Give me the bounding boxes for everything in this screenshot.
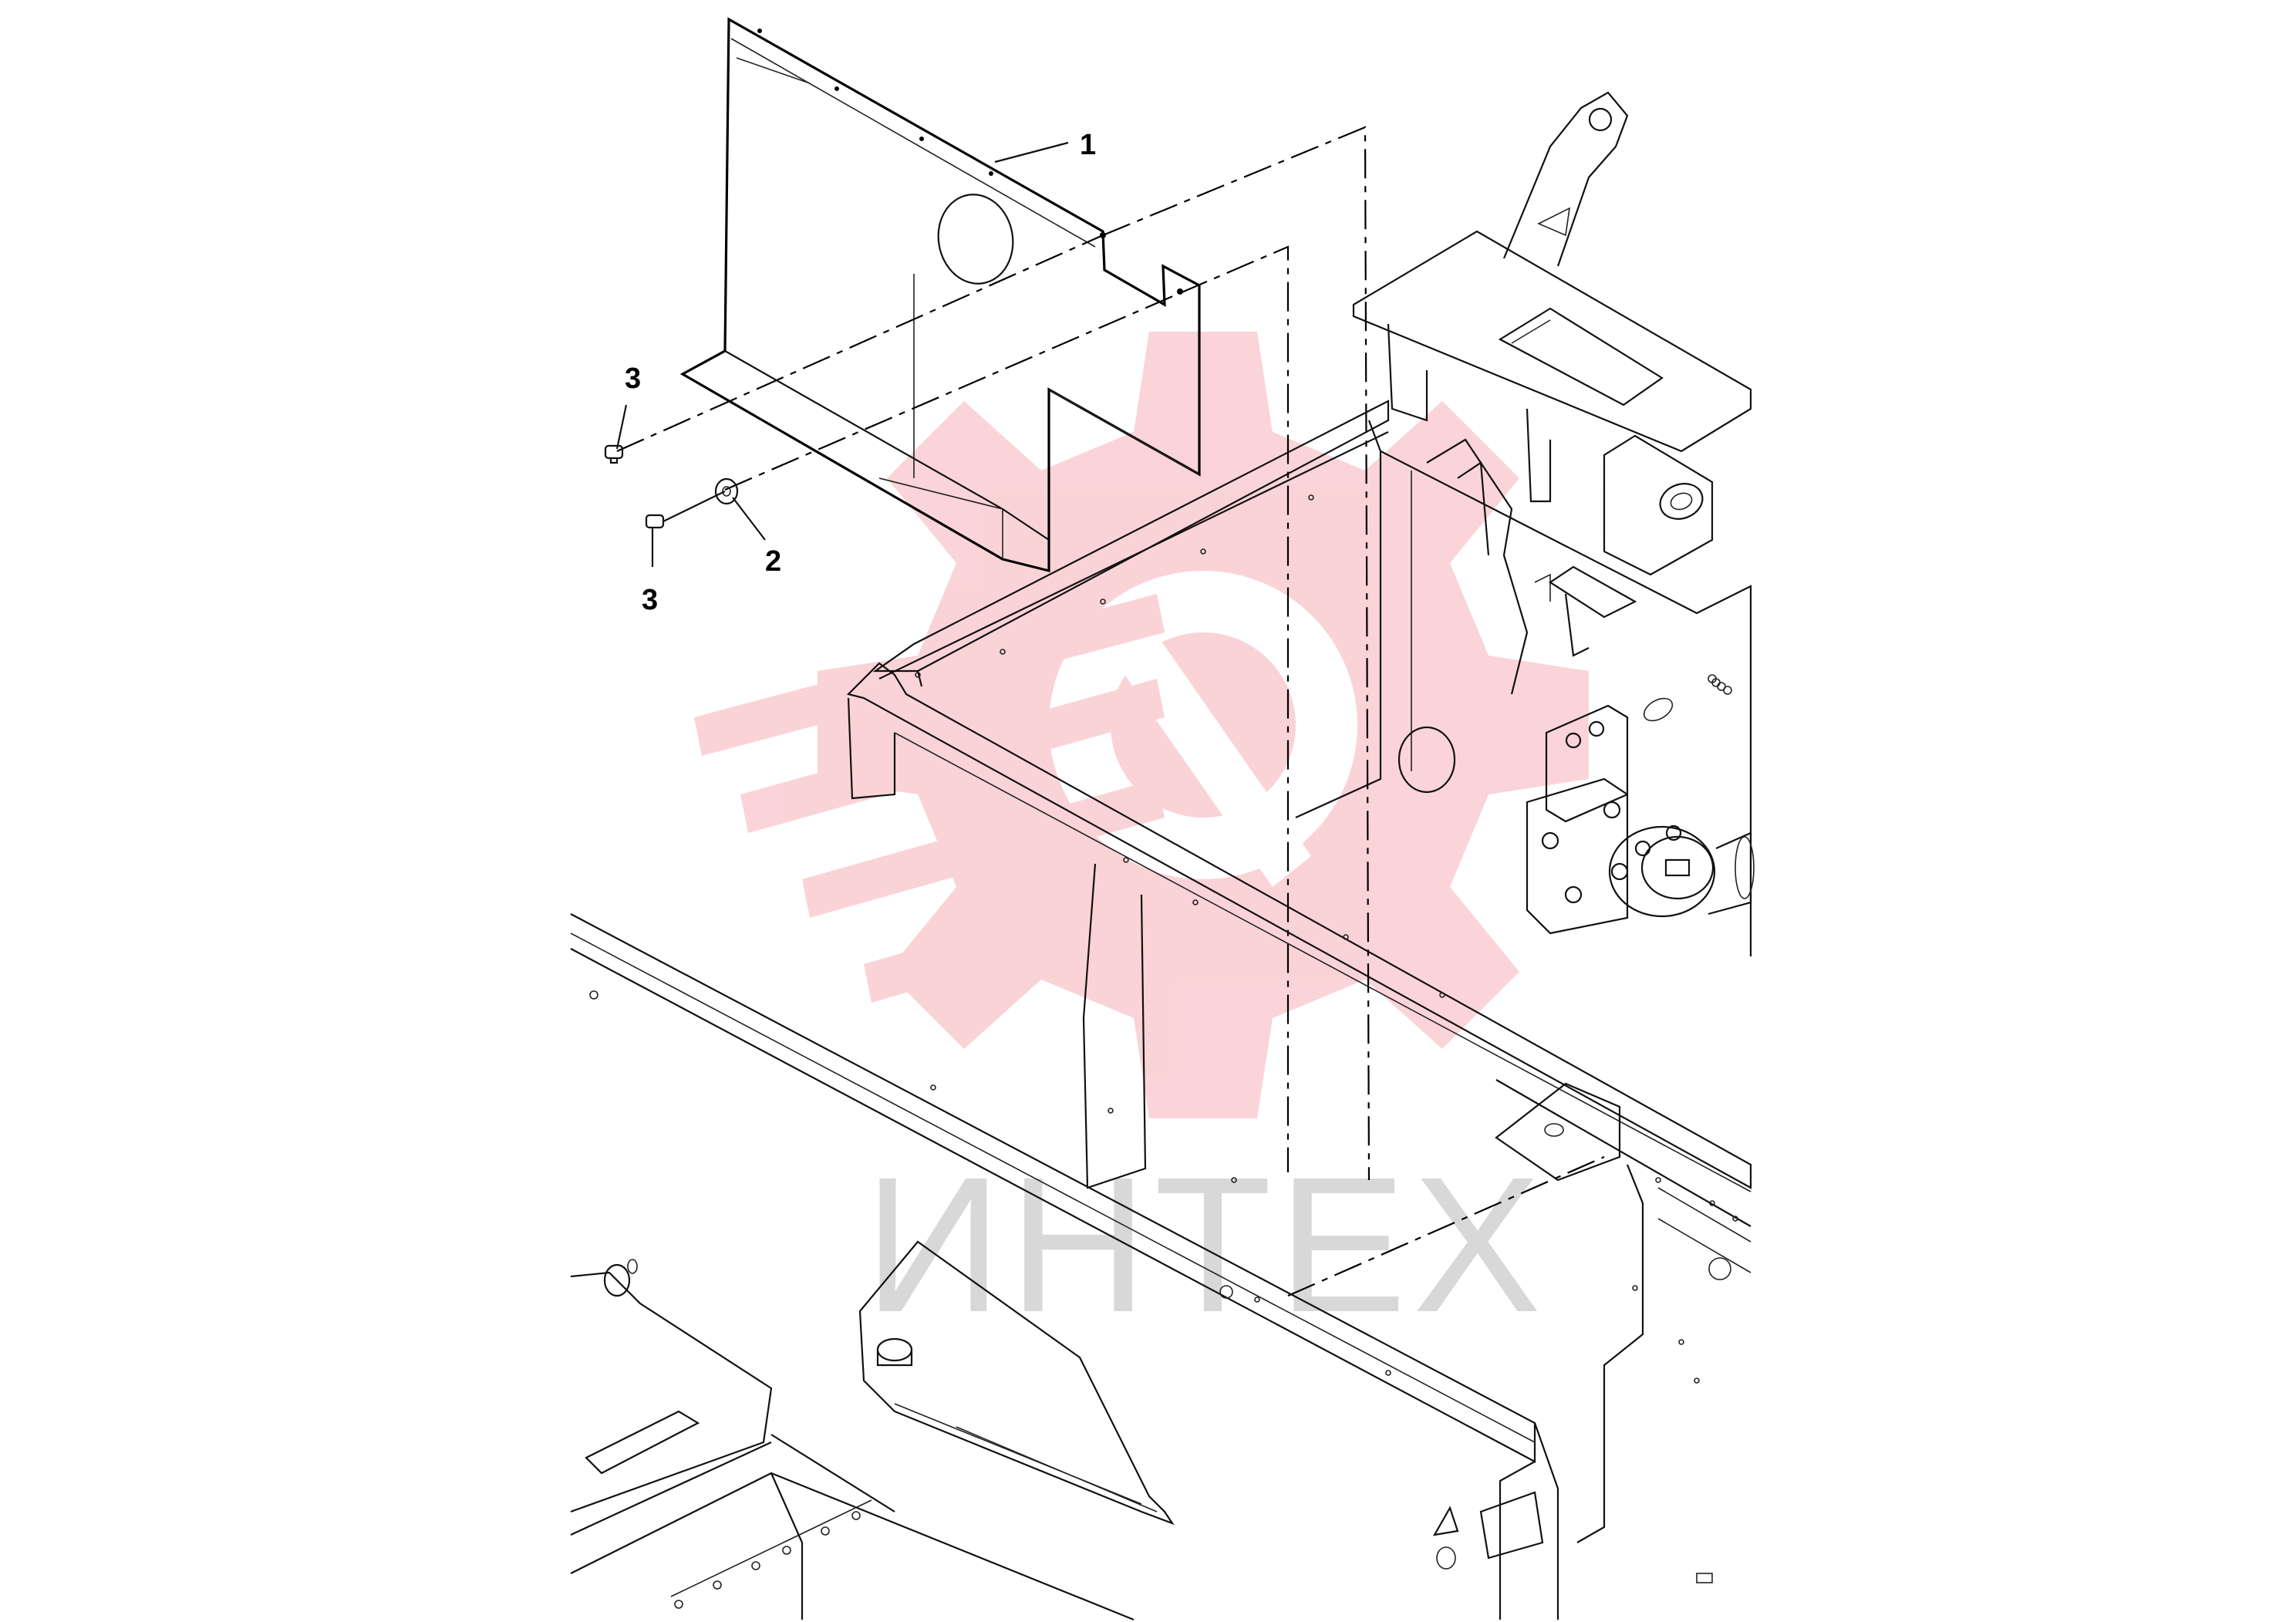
callout-1: 1: [1080, 129, 1096, 161]
part-1-cover-panel: [679, 17, 1201, 573]
callout-2: 2: [765, 545, 781, 578]
watermark-gear-inner: [1111, 632, 1296, 818]
control-platform: [1352, 91, 1752, 794]
watermark-wrench: [1095, 602, 1311, 887]
hydraulic-motor: [1526, 704, 1755, 935]
leader-lines: [615, 141, 1069, 567]
watermark-stripe-4: [864, 879, 1165, 1003]
watermark-text: ИНТЕХ: [864, 1137, 1547, 1352]
watermark-gear-logo: [694, 332, 1589, 1118]
hardware-screw-top: [604, 444, 624, 464]
callout-3-top: 3: [625, 363, 641, 395]
frame-holes: [589, 494, 1738, 1384]
callout-3-bottom: 3: [642, 584, 658, 616]
watermark-gear-shape: [818, 332, 1589, 1118]
frame-structure: [570, 400, 1752, 1621]
hardware-washer: [714, 477, 739, 505]
watermark-gear-hole: [1049, 571, 1357, 879]
watermark-stripe-2: [740, 679, 1165, 833]
hardware-screw-bottom: [645, 491, 726, 529]
watermark-stripe-1: [694, 594, 1165, 756]
assembly-dash-lines: [616, 126, 1605, 1297]
